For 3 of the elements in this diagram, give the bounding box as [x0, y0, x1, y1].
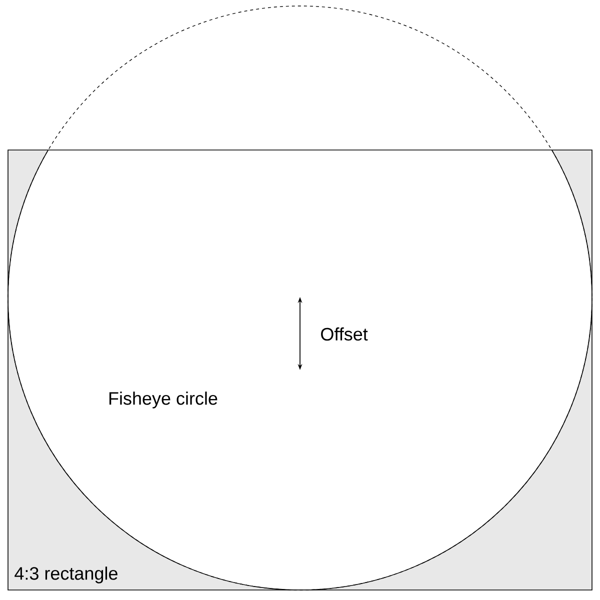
region-label: Fisheye circle — [109, 392, 218, 408]
region-label: Offset — [321, 327, 368, 341]
region-label: 4:3 rectangle — [14, 566, 118, 584]
